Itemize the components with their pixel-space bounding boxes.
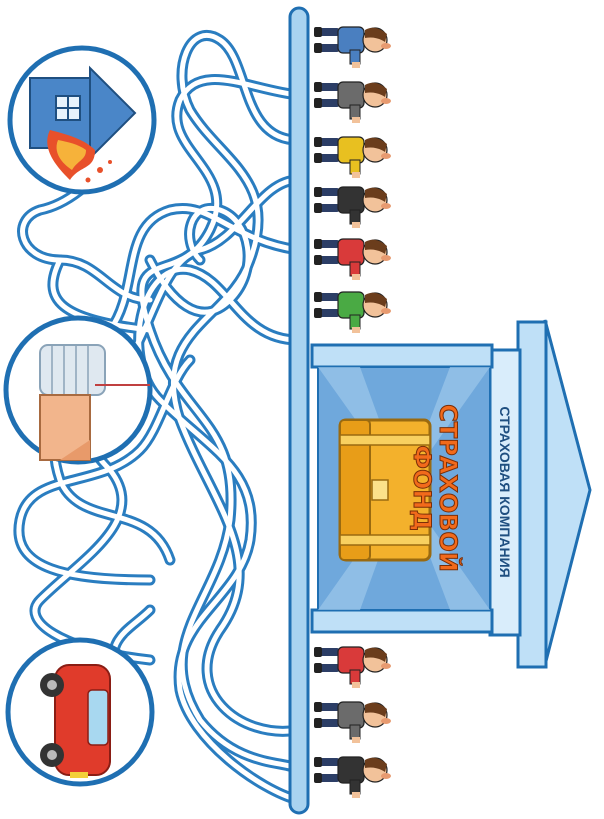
person-figure [314,292,391,333]
people-queue-top [314,27,391,333]
fund-label-line1: СТРАХОВОЙ [434,404,463,572]
person-figure [314,647,391,688]
company-label: СТРАХОВАЯ КОМПАНИЯ [497,406,513,577]
person-figure [314,27,391,68]
person-figure [314,702,391,743]
fund-label-line2: ФОНД [408,445,436,531]
person-figure [314,239,391,280]
red-car-icon [8,640,152,784]
person-figure [314,82,391,123]
person-figure [314,187,391,228]
house-fire-icon [10,48,154,192]
maze-end-bar [290,8,308,813]
person-figure [314,137,391,178]
people-queue-bottom [314,647,391,798]
insurance-building: СТРАХОВОЙ ФОНД СТРАХОВАЯ КОМПАНИЯ [312,320,590,667]
person-figure [314,757,391,798]
broken-arm-icon [6,318,150,462]
